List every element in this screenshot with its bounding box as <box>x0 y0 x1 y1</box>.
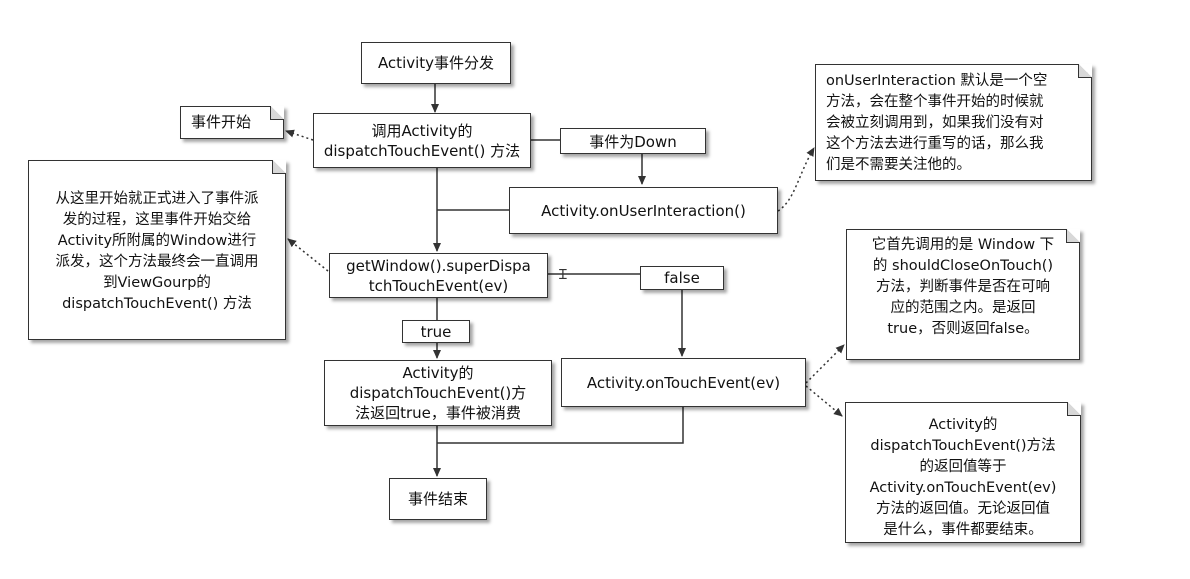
event-consumed-text: Activity的 dispatchTouchEvent()方 法返回true，… <box>349 364 527 422</box>
dispatch-touch-event-text: 调用Activity的 dispatchTouchEvent() 方法 <box>323 121 521 160</box>
false-condition-text: false <box>664 269 700 287</box>
down-condition-text: 事件为Down <box>589 132 677 151</box>
user-interaction-note: onUserInteraction 默认是一个空 方法，会在整个事件开始的时候就… <box>815 64 1092 181</box>
event-consumed-node: Activity的 dispatchTouchEvent()方 法返回true，… <box>324 360 552 426</box>
return-value-note: Activity的 dispatchTouchEvent()方法 的返回值等于 … <box>845 402 1081 543</box>
edge-userinteraction-to-note <box>777 147 815 212</box>
super-dispatch-node: getWindow().superDispa tchTouchEvent(ev) <box>329 253 548 298</box>
window-dispatch-note: 从这里开始就正式进入了事件派 发的过程，这里事件开始交给 Activity所附属… <box>28 160 286 340</box>
text-cursor-icon: Ɪ <box>559 267 567 283</box>
edge-superdispatch-to-window-note <box>287 238 329 272</box>
end-node-text: 事件结束 <box>407 490 468 508</box>
start-node: Activity事件分发 <box>361 42 511 84</box>
edge-ontouch-to-return-note <box>805 385 843 417</box>
return-value-note-text: Activity的 dispatchTouchEvent()方法 的返回值等于 … <box>869 417 1057 538</box>
user-interaction-note-text: onUserInteraction 默认是一个空 方法，会在整个事件开始的时候就… <box>826 73 1048 173</box>
true-condition-label: true <box>402 320 470 343</box>
should-close-note-text: 它首先调用的是 Window 下 的 shouldCloseOnTouch() … <box>871 237 1055 337</box>
false-condition-label: false <box>640 266 724 290</box>
end-node: 事件结束 <box>389 478 487 520</box>
on-touch-event-text: Activity.onTouchEvent(ev) <box>586 373 781 392</box>
event-start-note: 事件开始 <box>180 106 284 139</box>
super-dispatch-text: getWindow().superDispa tchTouchEvent(ev) <box>346 256 531 295</box>
edge-ontouch-to-end <box>437 407 684 444</box>
edge-ontouch-to-close-note <box>805 344 845 384</box>
dispatch-touch-event-node: 调用Activity的 dispatchTouchEvent() 方法 <box>313 113 531 168</box>
down-condition-label: 事件为Down <box>560 128 706 154</box>
start-node-text: Activity事件分发 <box>377 54 495 72</box>
user-interaction-text: Activity.onUserInteraction() <box>541 201 746 220</box>
user-interaction-node: Activity.onUserInteraction() <box>509 187 778 234</box>
window-dispatch-note-text: 从这里开始就正式进入了事件派 发的过程，这里事件开始交给 Activity所附属… <box>55 191 259 312</box>
event-start-note-text: 事件开始 <box>191 113 252 131</box>
should-close-note: 它首先调用的是 Window 下 的 shouldCloseOnTouch() … <box>846 229 1080 360</box>
edge-dispatch-to-start-note <box>285 129 314 141</box>
true-condition-text: true <box>420 322 452 341</box>
on-touch-event-node: Activity.onTouchEvent(ev) <box>561 358 806 407</box>
